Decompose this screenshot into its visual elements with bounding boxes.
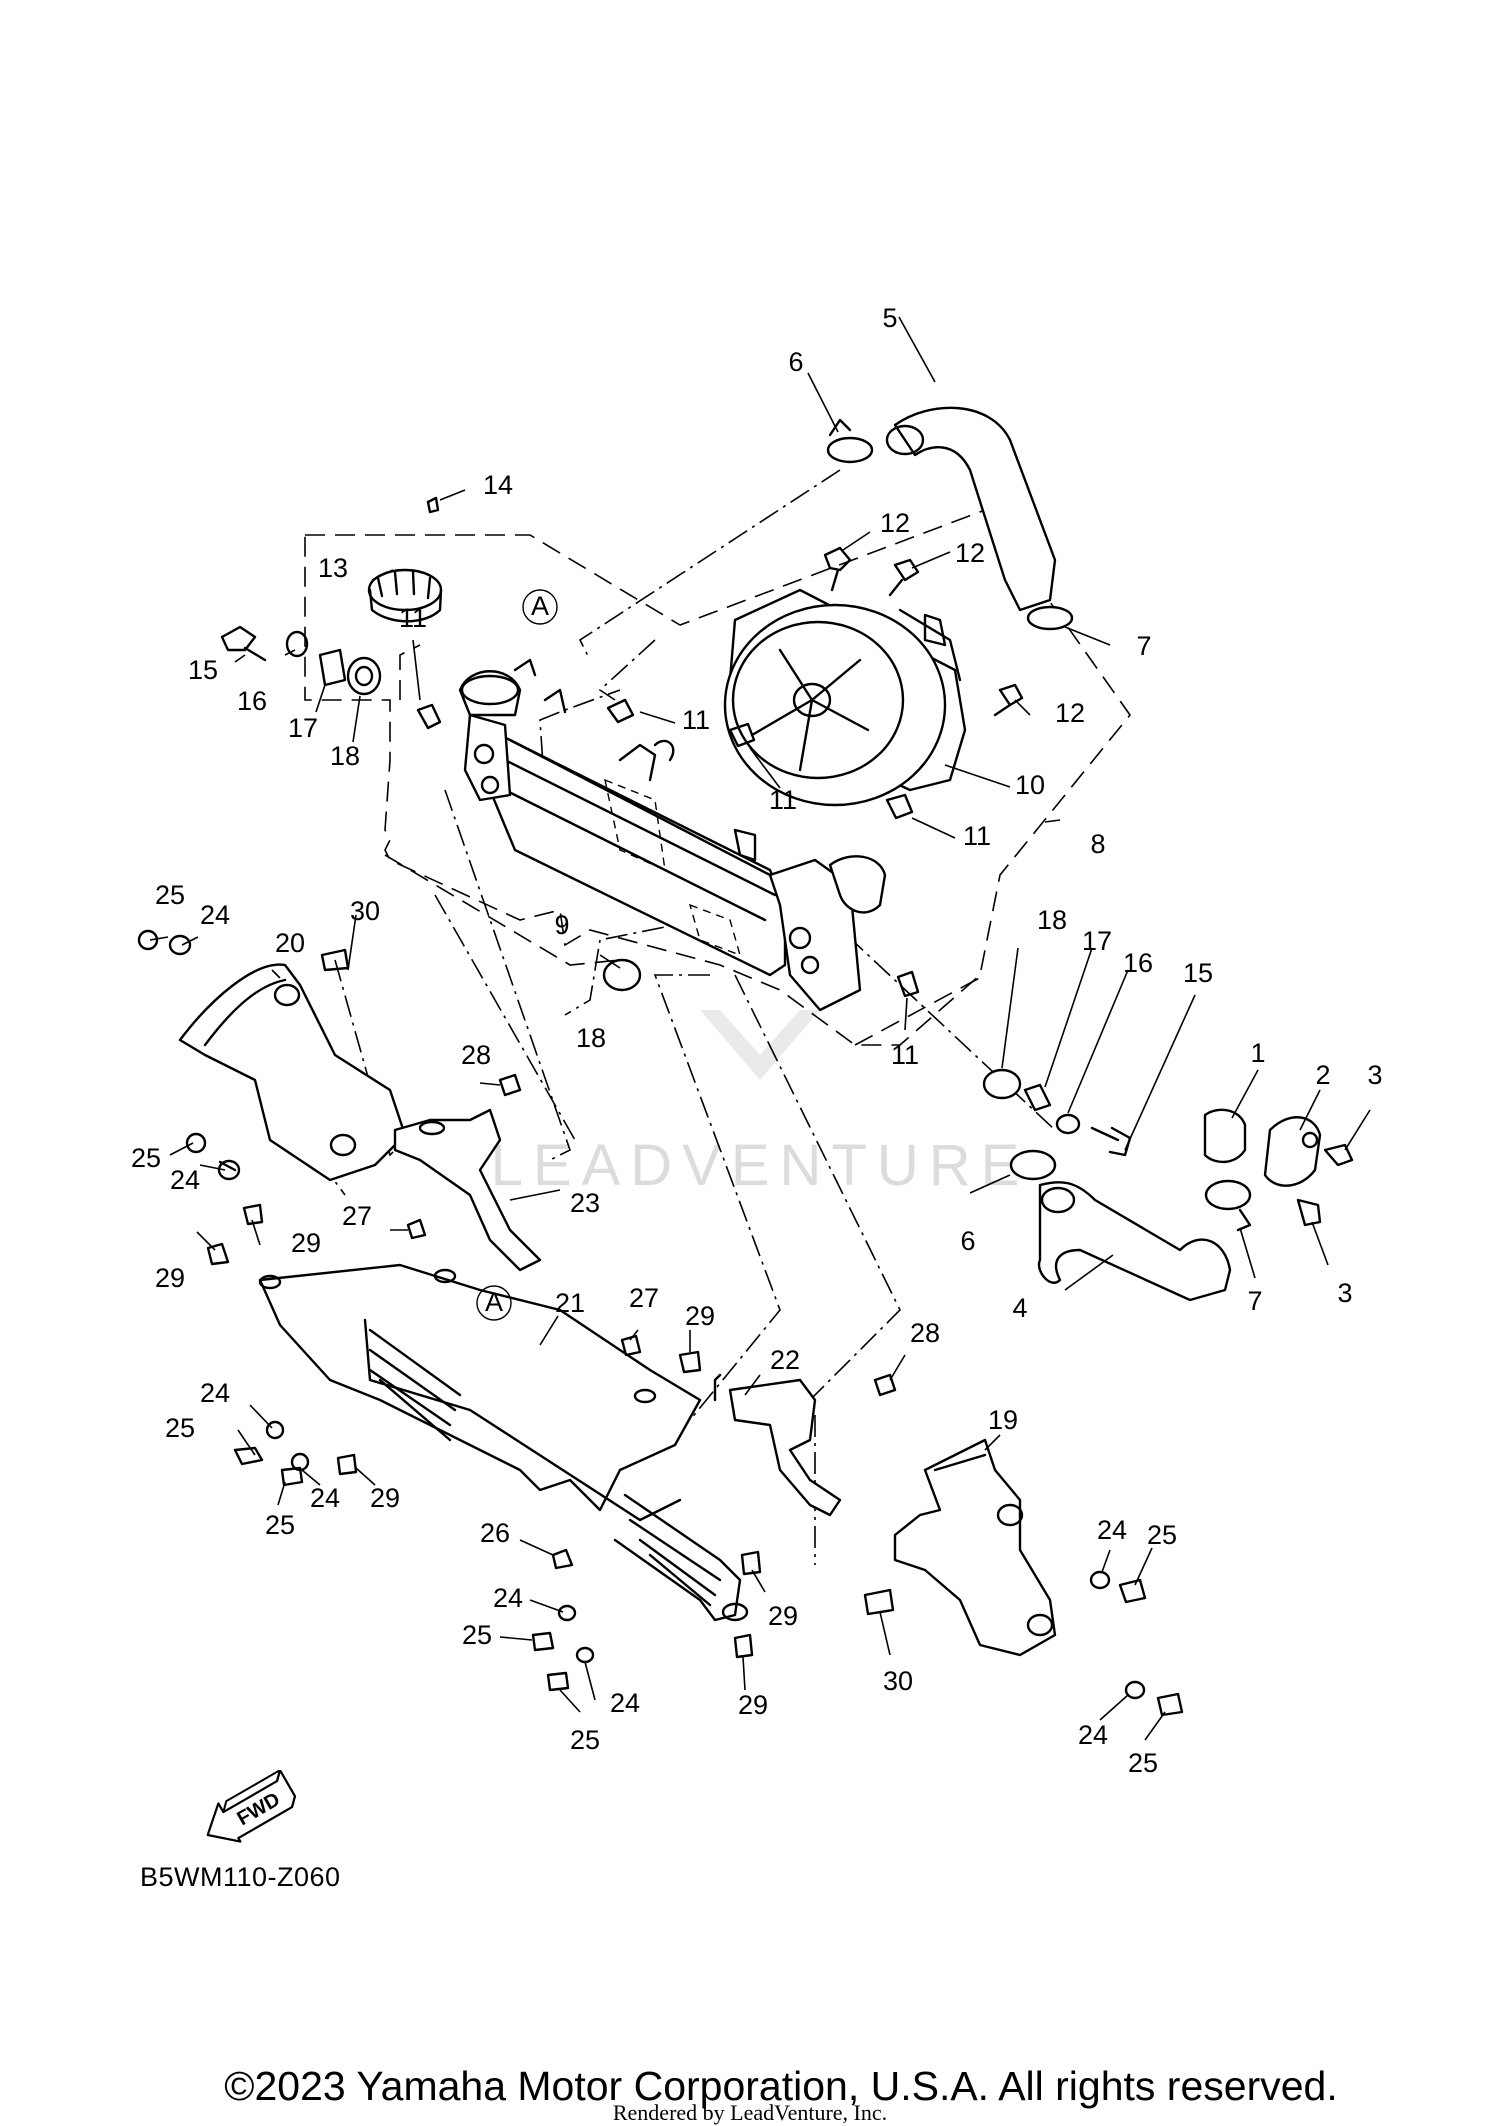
callout-25: 25 — [265, 1510, 295, 1540]
callout-6: 6 — [788, 347, 803, 377]
callout-29: 29 — [370, 1483, 400, 1513]
watermark-text: LEADVENTURE — [491, 1133, 1030, 1198]
callout-24: 24 — [1097, 1515, 1127, 1545]
callout-20: 20 — [275, 928, 305, 958]
leadventure-watermark: LEADVENTURE — [491, 1010, 1030, 1198]
callout-9: 9 — [554, 910, 569, 940]
copyright-notice: ©2023 Yamaha Motor Corporation, U.S.A. A… — [224, 2063, 1338, 2109]
callout-1: 1 — [1250, 1038, 1265, 1068]
callout-4: 4 — [1012, 1293, 1027, 1323]
reference-mark-a-top: A — [522, 589, 558, 625]
radiator — [458, 658, 887, 1012]
callout-14: 14 — [483, 470, 513, 500]
callout-24: 24 — [310, 1483, 340, 1513]
callout-labels: 1 2 3 3 4 5 6 6 7 7 8 9 10 11 11 11 11 1… — [131, 303, 1383, 1778]
radiator-assembly-boundary — [304, 509, 1132, 1046]
callout-13: 13 — [318, 553, 348, 583]
callout-23: 23 — [570, 1188, 600, 1218]
callout-25: 25 — [1147, 1520, 1177, 1550]
callout-30: 30 — [350, 896, 380, 926]
radiator-fan — [723, 588, 967, 807]
callout-24: 24 — [1078, 1720, 1108, 1750]
callout-27: 27 — [629, 1283, 659, 1313]
callout-29: 29 — [685, 1301, 715, 1331]
callout-12: 12 — [880, 508, 910, 538]
callout-15: 15 — [1183, 958, 1213, 988]
radiator-cap — [367, 568, 443, 623]
callout-leaders — [149, 316, 1371, 1741]
lower-hose — [1037, 1181, 1232, 1302]
upper-hose — [885, 406, 1057, 612]
callout-11: 11 — [769, 785, 797, 815]
callout-24: 24 — [170, 1165, 200, 1195]
callout-5: 5 — [882, 303, 897, 333]
callout-10: 10 — [1015, 770, 1045, 800]
callout-11: 11 — [891, 1040, 919, 1070]
callout-25: 25 — [131, 1143, 161, 1173]
callout-29: 29 — [291, 1228, 321, 1258]
callout-15: 15 — [188, 655, 218, 685]
callout-18: 18 — [1037, 905, 1067, 935]
callout-11: 11 — [399, 603, 427, 633]
left-cover — [178, 963, 407, 1182]
callout-24: 24 — [200, 900, 230, 930]
callout-7: 7 — [1136, 631, 1151, 661]
rendered-by-credit: Rendered by LeadVenture, Inc. — [612, 2100, 888, 2125]
svg-text:A: A — [485, 1287, 503, 1317]
callout-2: 2 — [1315, 1060, 1330, 1090]
callout-29: 29 — [738, 1690, 768, 1720]
callout-12: 12 — [955, 538, 985, 568]
callout-6: 6 — [960, 1226, 975, 1256]
callout-24: 24 — [200, 1378, 230, 1408]
callout-3: 3 — [1337, 1278, 1352, 1308]
svg-text:A: A — [531, 591, 549, 621]
callout-24: 24 — [610, 1688, 640, 1718]
callout-24: 24 — [493, 1583, 523, 1613]
callout-19: 19 — [988, 1405, 1018, 1435]
callout-18: 18 — [576, 1023, 606, 1053]
callout-18: 18 — [330, 741, 360, 771]
callout-28: 28 — [910, 1318, 940, 1348]
fasteners — [137, 418, 1354, 1717]
callout-21: 21 — [555, 1288, 585, 1318]
callout-29: 29 — [768, 1601, 798, 1631]
diagram-code: B5WM110-Z060 — [140, 1862, 341, 1892]
callout-27: 27 — [342, 1201, 372, 1231]
callout-7: 7 — [1247, 1286, 1262, 1316]
reference-mark-a-bottom: A — [476, 1285, 512, 1321]
thermostat-housing — [1203, 1108, 1322, 1187]
callout-28: 28 — [461, 1040, 491, 1070]
callout-17: 17 — [288, 713, 318, 743]
callout-3: 3 — [1367, 1060, 1382, 1090]
callout-26: 26 — [480, 1518, 510, 1548]
callout-25: 25 — [155, 880, 185, 910]
callout-17: 17 — [1082, 926, 1112, 956]
callout-25: 25 — [1128, 1748, 1158, 1778]
bracket-22 — [713, 1373, 842, 1517]
callout-16: 16 — [237, 686, 267, 716]
callout-12: 12 — [1055, 698, 1085, 728]
callout-25: 25 — [165, 1413, 195, 1443]
bracket-23 — [393, 1108, 542, 1272]
callout-25: 25 — [570, 1725, 600, 1755]
forward-arrow-icon: FWD — [206, 1770, 297, 1843]
callout-16: 16 — [1123, 948, 1153, 978]
radiator-guard — [258, 1263, 749, 1622]
callout-29: 29 — [155, 1263, 185, 1293]
callout-11: 11 — [682, 705, 710, 735]
callout-25: 25 — [462, 1620, 492, 1650]
right-cover — [893, 1438, 1057, 1657]
callout-30: 30 — [883, 1666, 913, 1696]
callout-11: 11 — [963, 821, 991, 851]
callout-22: 22 — [770, 1345, 800, 1375]
callout-8: 8 — [1090, 829, 1105, 859]
